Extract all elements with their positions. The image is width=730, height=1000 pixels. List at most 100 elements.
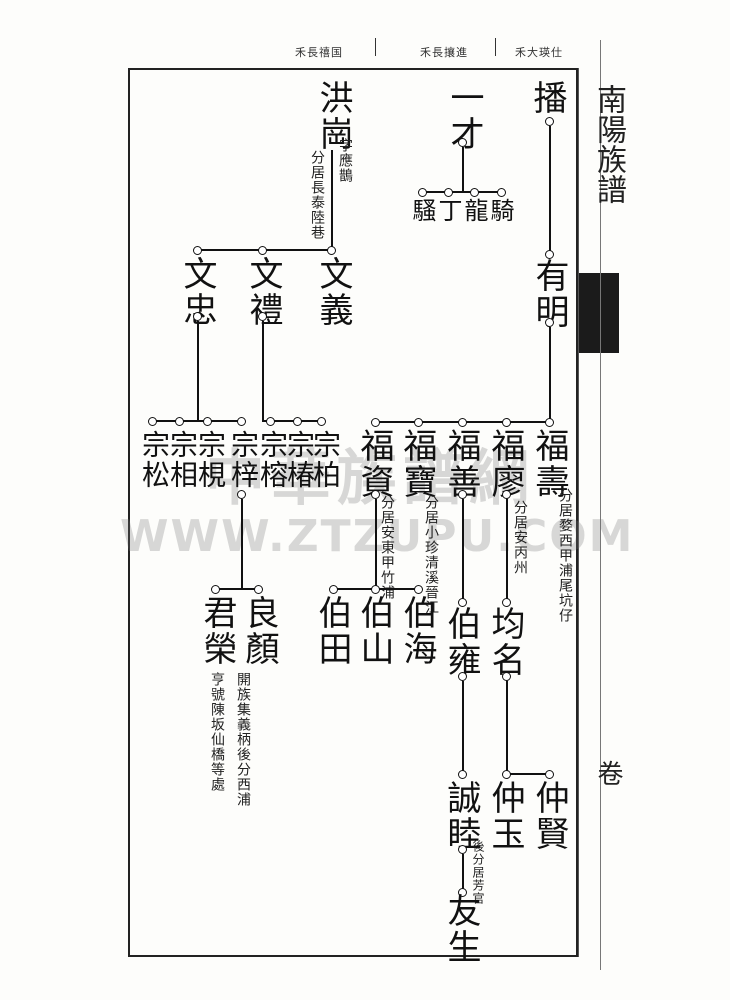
- node-dot: [293, 417, 302, 426]
- node-dot: [545, 117, 554, 126]
- node-dot: [458, 138, 467, 147]
- node-dot: [371, 585, 380, 594]
- person-bo-yong: 伯雍: [441, 606, 481, 678]
- node-dot: [458, 845, 467, 854]
- note-jun-rong-b: 亨號陳坂仙橋等處: [209, 672, 225, 792]
- volume-margin: 卷: [593, 760, 623, 786]
- lineage-line: [241, 499, 243, 589]
- node-dot: [266, 417, 275, 426]
- node-dot: [327, 246, 336, 255]
- node-dot: [418, 188, 427, 197]
- node-dot: [458, 672, 467, 681]
- sibling-bar: [506, 773, 551, 775]
- person-zhong-yu: 仲玉: [485, 780, 525, 852]
- node-dot: [258, 312, 267, 321]
- person-qi: 騎: [486, 198, 514, 224]
- person-fu-shan: 福善: [441, 428, 481, 500]
- person-zong-xiang: 宗相: [166, 430, 199, 490]
- node-dot: [444, 188, 453, 197]
- node-dot: [371, 490, 380, 499]
- node-dot: [545, 770, 554, 779]
- lineage-line: [197, 321, 199, 421]
- node-dot: [237, 490, 246, 499]
- node-dot: [329, 585, 338, 594]
- node-dot: [458, 418, 467, 427]
- header-label-1: 禾長禧国: [295, 46, 343, 59]
- lineage-line: [462, 147, 464, 192]
- person-fu-liao: 福廖: [485, 428, 525, 500]
- node-dot: [458, 888, 467, 897]
- sibling-bar: [422, 191, 502, 193]
- node-dot: [237, 417, 246, 426]
- note-jun-rong-a: 開族集義柄後分西浦: [235, 672, 251, 807]
- node-dot: [414, 585, 423, 594]
- sibling-bar: [152, 420, 242, 422]
- person-long: 龍: [460, 198, 488, 224]
- header-divider: [375, 38, 376, 56]
- note-fu-shou: 分居婺西甲浦尾坑仔: [557, 488, 573, 623]
- node-dot: [193, 312, 202, 321]
- person-bo-hai: 伯海: [397, 595, 437, 667]
- person-fu-bao: 福寶: [397, 428, 437, 500]
- person-fu-shou: 福壽: [529, 428, 569, 500]
- note-fu-bao: 分居小珍清溪晉江: [423, 495, 439, 615]
- lineage-line: [462, 854, 464, 889]
- header-label-2: 禾長攘進: [420, 46, 468, 59]
- node-dot: [414, 418, 423, 427]
- node-dot: [497, 188, 506, 197]
- person-ding: 丁: [434, 198, 462, 224]
- lineage-line: [262, 321, 264, 421]
- person-jun-ming: 均名: [485, 606, 525, 678]
- lineage-line: [462, 681, 464, 774]
- sibling-bar: [262, 420, 322, 422]
- page-edge: [600, 40, 601, 970]
- note-cheng-mu: 後分居芳官: [471, 840, 485, 905]
- lineage-line: [506, 499, 508, 599]
- node-dot: [502, 672, 511, 681]
- note-fu-liao: 分居安丙州: [512, 500, 528, 575]
- node-dot: [470, 188, 479, 197]
- person-sao: 騷: [408, 198, 436, 224]
- node-dot: [502, 598, 511, 607]
- node-dot: [502, 490, 511, 499]
- page-frame: [128, 68, 578, 957]
- person-zong-bai: 宗柏: [309, 430, 342, 490]
- person-bo-shan: 伯山: [354, 595, 394, 667]
- node-dot: [254, 585, 263, 594]
- node-dot: [545, 250, 554, 259]
- note-fu-zi: 分居安東甲竹浦: [379, 495, 395, 600]
- node-dot: [211, 585, 220, 594]
- node-dot: [458, 770, 467, 779]
- person-zong-jian: 宗梘: [194, 430, 227, 490]
- lineage-line: [331, 150, 333, 250]
- node-dot: [502, 418, 511, 427]
- node-dot: [258, 246, 267, 255]
- header-label-3: 禾大瑛仕: [515, 46, 563, 59]
- watermark-chinese: 中華族譜網: [205, 444, 535, 514]
- node-dot: [458, 598, 467, 607]
- lineage-line: [549, 126, 551, 251]
- person-zong-chun: 宗椿: [283, 430, 316, 490]
- ancestor-hong-gang: 洪崗: [313, 80, 353, 152]
- person-you-sheng: 友生: [441, 893, 481, 965]
- page-margin: [578, 68, 619, 957]
- person-zong-zi: 宗梓: [227, 430, 260, 490]
- node-dot: [317, 417, 326, 426]
- person-zong-song: 宗松: [138, 430, 171, 490]
- node-dot: [193, 246, 202, 255]
- node-dot: [371, 418, 380, 427]
- person-bo-tian: 伯田: [312, 595, 352, 667]
- lineage-line: [462, 499, 464, 599]
- node-dot: [458, 490, 467, 499]
- lineage-line: [549, 327, 551, 422]
- node-dot: [502, 770, 511, 779]
- node-dot: [148, 417, 157, 426]
- person-liang-yan: 良顏: [239, 595, 279, 667]
- person-fu-zi: 福資: [354, 428, 394, 500]
- person-jun-rong: 君榮: [197, 595, 237, 667]
- node-dot: [203, 417, 212, 426]
- person-zong-rong: 宗榕: [256, 430, 289, 490]
- person-wen-yi: 文義: [313, 256, 353, 328]
- node-dot: [545, 418, 554, 427]
- lineage-line: [375, 499, 377, 589]
